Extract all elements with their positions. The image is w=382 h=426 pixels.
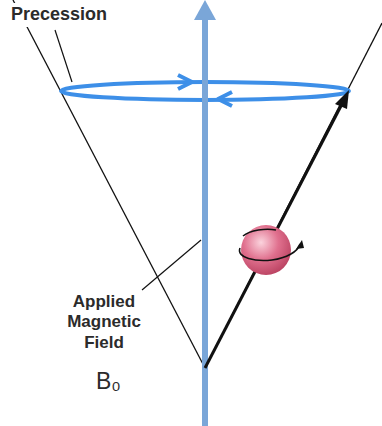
spin-rotation-head [296,240,304,249]
spin-vector [205,102,343,368]
symbol-label: B₀ [96,368,121,396]
orbit-arrow [178,75,192,89]
leader-line [142,240,201,290]
orbit-arrow [218,92,232,106]
cone-line [13,0,205,368]
spin-rotation [243,229,276,236]
spin-arrowhead [335,90,349,109]
spin-sphere [241,225,291,275]
part-label: Applied Magnetic Field [48,292,160,353]
cone-line [205,23,382,368]
field-arrowhead [194,0,216,20]
leader-line [55,30,72,82]
part-label: Precession [8,3,110,27]
spin-rotation [239,244,300,261]
